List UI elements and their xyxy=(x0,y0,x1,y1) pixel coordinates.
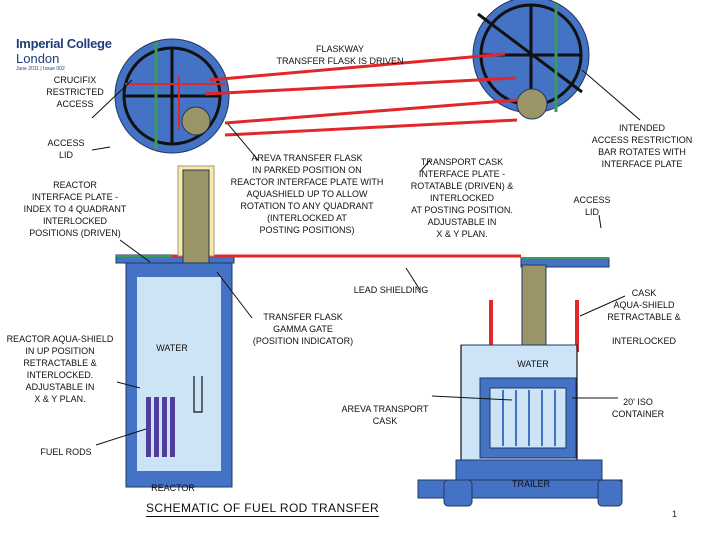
crucifix-label: CRUCIFIX RESTRICTED ACCESS xyxy=(46,75,104,109)
trailer-wheel xyxy=(597,479,623,507)
page-number: 1 xyxy=(672,509,678,519)
cask-aquashield-left xyxy=(489,300,493,352)
transport-cask-interface-label: TRANSPORT CASK INTERFACE PLATE - ROTATAB… xyxy=(410,157,514,239)
trailer xyxy=(417,459,623,507)
trailer-wheel xyxy=(443,479,473,507)
flaskway-rails xyxy=(204,52,519,137)
areva-flask-label: AREVA TRANSFER FLASK IN PARKED POSITION … xyxy=(230,153,384,235)
reactor-aquashield-label: REACTOR AQUA-SHIELD IN UP POSITION RETRA… xyxy=(6,334,114,404)
gamma-gate-label: TRANSFER FLASK GAMMA GATE (POSITION INDI… xyxy=(252,312,354,346)
access-lid-left-label: ACCESS LID xyxy=(47,138,85,160)
areva-cask-label: AREVA TRANSPORT CASK xyxy=(341,404,429,426)
leader-lines xyxy=(91,69,641,446)
fuel-rod xyxy=(170,397,175,457)
flaskway-label: FLASKWAY TRANSFER FLASK IS DRIVEN xyxy=(276,44,404,66)
transfer-flask xyxy=(182,169,210,274)
iso-container-label: 20' ISO CONTAINER xyxy=(611,397,665,419)
reactor-pool xyxy=(125,262,233,488)
cask-flask xyxy=(521,264,547,351)
intended-access-label: INTENDED ACCESS RESTRICTION BAR ROTATES … xyxy=(591,123,693,169)
issue-label: June 2011 | Issue 002 xyxy=(16,66,65,72)
trailer-label: TRAILER xyxy=(511,479,550,489)
fuel-rods-label: FUEL RODS xyxy=(40,447,92,457)
cask-top-view xyxy=(516,88,548,120)
iso-container xyxy=(460,344,578,461)
fuel-rod xyxy=(162,397,167,457)
diagram-title: SCHEMATIC OF FUEL ROD TRANSFER xyxy=(146,501,380,517)
flask-top-view xyxy=(181,106,211,136)
cask-aquashield-label: CASK AQUA-SHIELD RETRACTABLE & INTERLOCK… xyxy=(607,288,681,346)
college-logo-city: London xyxy=(16,51,60,66)
reactor-interface-label: REACTOR INTERFACE PLATE - INDEX TO 4 QUA… xyxy=(23,180,127,238)
reactor-label: REACTOR xyxy=(151,483,195,493)
water-right-label: WATER xyxy=(517,359,549,369)
access-lid-right-label: ACCESS LID xyxy=(573,195,611,217)
reactor-interface-plate xyxy=(115,165,521,274)
fuel-rod xyxy=(154,397,159,457)
cask-aquashield-right xyxy=(575,300,579,352)
fuel-rod xyxy=(146,397,151,457)
water-left-label: WATER xyxy=(156,343,188,353)
reactor-rotary-plate xyxy=(114,38,230,154)
rod-holder xyxy=(193,376,203,413)
lead-shielding-label: LEAD SHIELDING xyxy=(353,285,429,295)
college-logo-name: Imperial College xyxy=(16,36,112,51)
cask-interface-plate xyxy=(489,257,610,352)
